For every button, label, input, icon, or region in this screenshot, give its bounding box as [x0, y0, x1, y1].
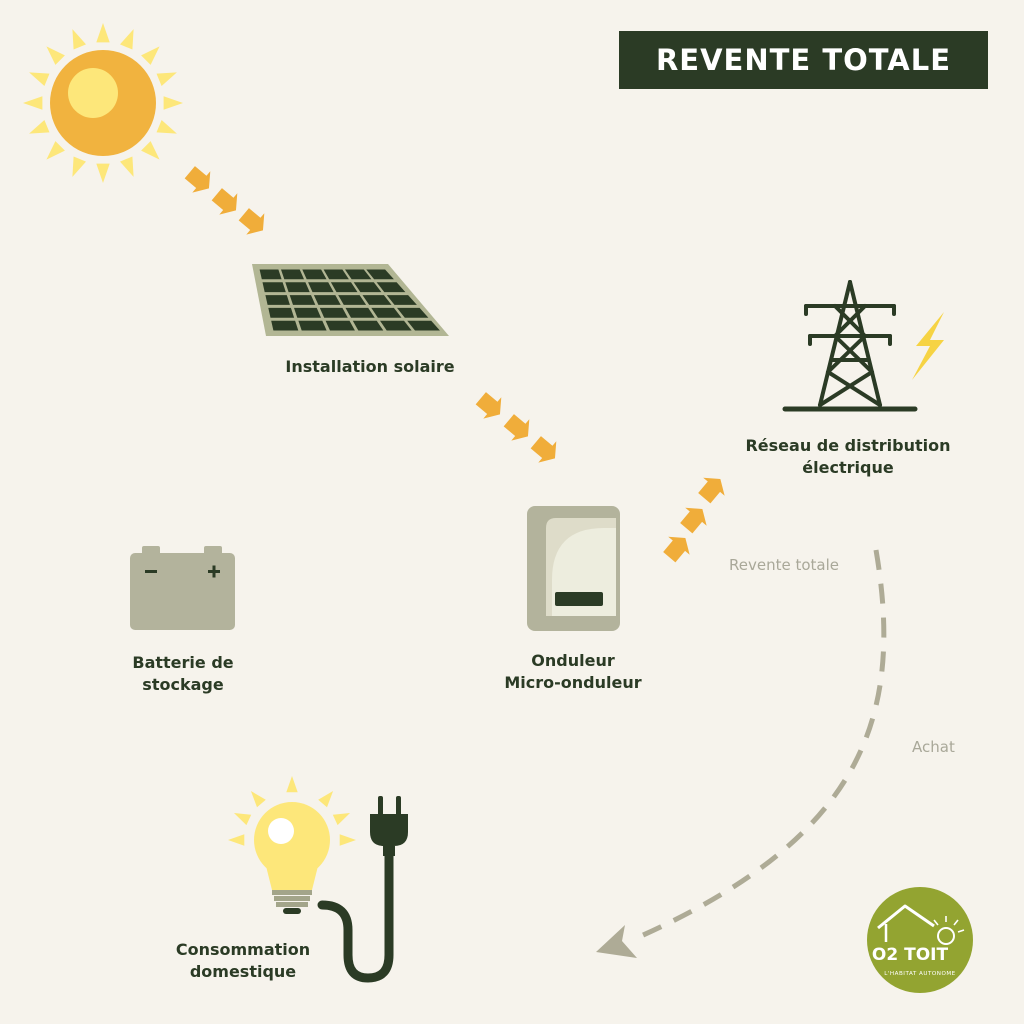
lightning-icon [912, 312, 944, 380]
sun-icon [23, 23, 183, 183]
consumption-label: Consommation domestique [163, 939, 323, 983]
pylon-icon [782, 280, 918, 412]
logo-text: O2 TOIT [872, 945, 949, 965]
title-banner: REVENTE TOTALE [619, 31, 988, 89]
battery-label-line1: Batterie de [132, 653, 234, 672]
consumption-label-line1: Consommation [175, 940, 311, 959]
flow-arrow-icon [658, 470, 732, 567]
battery-icon [130, 546, 235, 630]
inverter-label-line2: Micro-onduleur [504, 673, 642, 692]
inverter-icon [527, 506, 620, 631]
sale-flow-text: Revente totale [729, 556, 839, 574]
sale-flow-label: Revente totale [729, 556, 839, 574]
logo-tagline: L'HABITAT AUTONOME [884, 971, 955, 977]
flow-arrow-icon [180, 161, 272, 242]
grid-label-line2: électrique [802, 458, 894, 477]
grid-label: Réseau de distribution électrique [738, 435, 958, 479]
battery-label-line2: stockage [142, 675, 224, 694]
solar-panel-icon [252, 264, 449, 336]
grid-label-line1: Réseau de distribution [745, 436, 951, 455]
purchase-flow-text: Achat [912, 738, 955, 756]
plug-icon [317, 796, 408, 983]
solar-installation-label: Installation solaire [270, 356, 470, 378]
battery-label: Batterie de stockage [103, 652, 263, 696]
inverter-label: Onduleur Micro-onduleur [483, 650, 663, 694]
light-bulb-icon [228, 776, 356, 914]
inverter-label-line1: Onduleur [531, 651, 615, 670]
purchase-flow-label: Achat [912, 738, 955, 756]
purchase-flow-line [596, 549, 887, 958]
flow-arrow-icon [471, 387, 564, 470]
page-title: REVENTE TOTALE [655, 43, 952, 77]
solar-installation-text: Installation solaire [285, 357, 455, 376]
consumption-label-line2: domestique [189, 962, 297, 981]
logo-o2toit: O2 TOIT L'HABITAT AUTONOME [867, 887, 973, 993]
